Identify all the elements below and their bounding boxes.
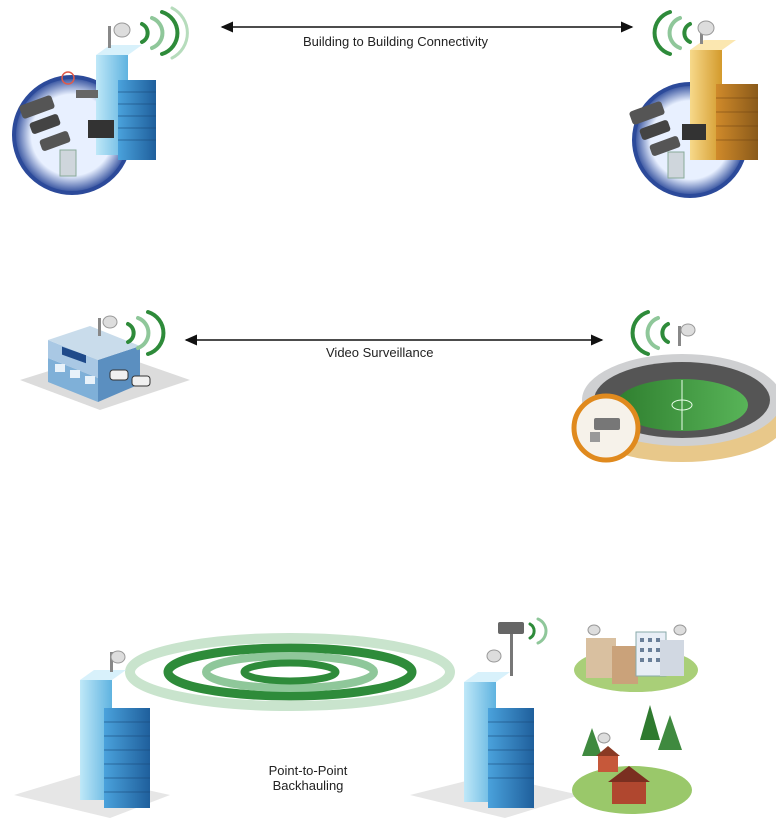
backhauling-label-line1: Point-to-Point <box>268 763 348 778</box>
office-tower-with-network-icon <box>12 6 189 195</box>
building-connectivity-label: Building to Building Connectivity <box>303 34 488 49</box>
gold-office-tower-with-network-icon <box>629 10 758 198</box>
blue-tower-right-with-mast-icon <box>410 617 580 818</box>
backhaul-wave-pattern <box>125 633 455 711</box>
stadium-with-camera-icon <box>571 310 776 463</box>
backhauling-label-line2: Backhauling <box>272 778 344 793</box>
police-station-icon <box>20 310 190 410</box>
backhauling-label: Point-to-Point Backhauling <box>248 763 368 793</box>
blue-tower-left-icon <box>14 650 170 818</box>
rural-homes-icon <box>572 705 692 814</box>
video-surveillance-label: Video Surveillance <box>326 345 434 360</box>
apartment-complex-icon <box>574 624 698 692</box>
